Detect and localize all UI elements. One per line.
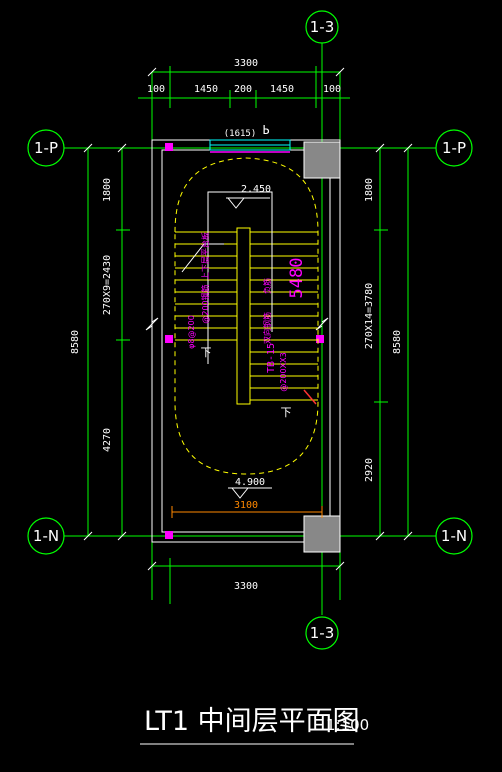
tick-slash [335, 561, 345, 571]
tick-slash [117, 531, 127, 541]
axis-label-top: 1-3 [310, 18, 335, 36]
axis-label-right-lower: 1-N [441, 527, 467, 545]
column-marker [165, 335, 173, 343]
tick-slash [147, 67, 157, 77]
dim-right-upper: 1800 [364, 178, 375, 202]
level-markers [226, 197, 272, 499]
level-triangle-lower [230, 487, 250, 499]
column-top-right [303, 141, 341, 179]
level-triangle-upper [226, 197, 246, 209]
window-tag: (1615) [224, 129, 257, 139]
tick-slash [117, 143, 127, 153]
dim-bottom-total: 3300 [234, 581, 258, 592]
axis-grid-lines [64, 42, 438, 615]
stair-label: TB-15 [266, 343, 277, 373]
stair-treads [175, 231, 318, 401]
drawing-title: LT1 中间层平面图 [144, 706, 360, 737]
dim-left-lower: 4270 [102, 428, 113, 452]
dim-right-middle: 270X14=3780 [364, 283, 375, 349]
tick-slash [375, 531, 385, 541]
dim-top-seg-1: 100 [147, 84, 165, 95]
axis-label-left-upper: 1-P [34, 139, 58, 157]
section-dim: 5480 [287, 258, 307, 299]
column-marker [316, 335, 324, 343]
level-upper: 2.450 [241, 184, 271, 195]
axis-bubble-left-upper [27, 129, 65, 167]
wall-break [315, 317, 329, 331]
columns [165, 141, 341, 553]
dim-top-seg-5: 100 [323, 84, 341, 95]
tick-slash [83, 531, 93, 541]
axis-bubbles [27, 10, 473, 650]
dim-left-total: 8580 [70, 330, 81, 354]
section-arrow [303, 389, 317, 405]
tick-slash [403, 143, 413, 153]
tick-slash [147, 561, 157, 571]
tick-slash [403, 531, 413, 541]
inner-width-dimension [171, 506, 323, 518]
dim-right-total: 8580 [392, 330, 403, 354]
rebar-note-3: φ8@200 [187, 315, 196, 349]
axis-bubble-left-lower [27, 517, 65, 555]
axis-bubble-right-lower [435, 517, 473, 555]
axis-bubble-bottom [305, 616, 339, 650]
axis-bubble-right-upper [435, 129, 473, 167]
tick-slash [375, 143, 385, 153]
rebar-note-5: 双向钢筋 [262, 312, 272, 344]
axis-label-bottom: 1-3 [310, 624, 335, 642]
drawing-scale: 1:100 [326, 716, 369, 734]
walk-path [207, 191, 273, 364]
column-bottom-right [303, 515, 341, 553]
dim-right-lower: 2920 [364, 458, 375, 482]
dim-inner-width: 3100 [234, 500, 258, 511]
dim-top-total: 3300 [234, 58, 258, 69]
column-marker [165, 531, 173, 539]
level-lower: 4.900 [235, 477, 265, 488]
dim-top-seg-3: 200 [234, 84, 252, 95]
landing-outline [174, 157, 319, 475]
dim-left-upper: 1800 [102, 178, 113, 202]
rebar-note-4: 负筋 [262, 278, 272, 294]
rebar-note-1: 上下层平台板 [200, 232, 210, 280]
rebar-note-6: @200XX3 [279, 352, 288, 391]
wall-break [145, 317, 159, 331]
stair-well [236, 227, 251, 405]
tick-slash [83, 143, 93, 153]
walking-line [181, 191, 273, 364]
down-arrow-label-1: 下 [201, 346, 212, 359]
window [209, 139, 291, 153]
axis-bubble-top [305, 10, 339, 44]
column-marker [165, 143, 173, 151]
dim-left-middle: 270X9=2430 [102, 255, 113, 315]
rebar-note-2: @200钢筋 [200, 284, 210, 323]
walk-arrow [181, 243, 224, 273]
tick-slash [335, 67, 345, 77]
window-symbol: Ь [262, 123, 269, 137]
dim-top-seg-4: 1450 [270, 84, 294, 95]
dim-top-seg-2: 1450 [194, 84, 218, 95]
down-arrow-label-2: 下 [281, 406, 292, 419]
dimension-ticks [83, 67, 413, 571]
axis-label-left-lower: 1-N [33, 527, 59, 545]
axis-label-right-upper: 1-P [442, 139, 466, 157]
